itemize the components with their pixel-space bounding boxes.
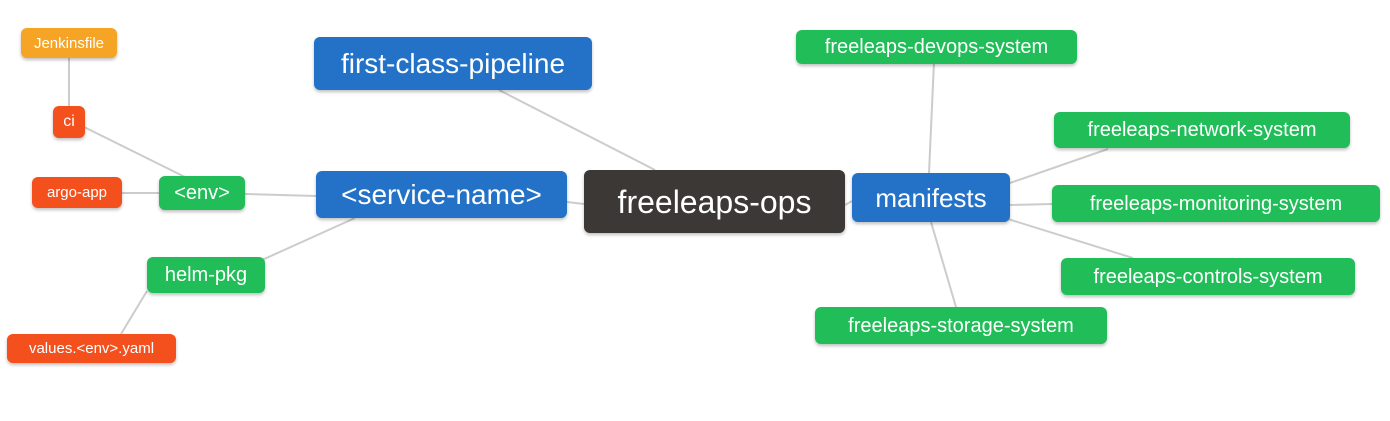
node-freeleaps-controls-system[interactable]: freeleaps-controls-system <box>1061 258 1355 295</box>
node-freeleaps-network-system[interactable]: freeleaps-network-system <box>1054 112 1350 148</box>
node-env[interactable]: <env> <box>159 176 245 210</box>
node-ci[interactable]: ci <box>53 106 85 138</box>
edge-servicename-ops <box>566 201 585 205</box>
node-freeleaps-monitoring-system[interactable]: freeleaps-monitoring-system <box>1052 185 1380 222</box>
edge-manifests-storage <box>930 221 957 308</box>
edge-manifests-controls <box>1007 218 1134 259</box>
edge-manifests-monitoring <box>1009 203 1053 206</box>
edge-pipeline-ops <box>498 89 656 171</box>
edge-manifests-devops <box>928 61 935 174</box>
node-freeleaps-ops[interactable]: freeleaps-ops <box>584 170 845 233</box>
node-values-env-yaml[interactable]: values.<env>.yaml <box>7 334 176 363</box>
edge-manifests-network <box>1009 148 1109 184</box>
edge-env-servicename <box>244 193 317 197</box>
node-service-name[interactable]: <service-name> <box>316 171 567 218</box>
edge-ops-manifests <box>844 200 853 206</box>
edge-helmpkg-values <box>120 290 148 335</box>
edge-servicename-helmpkg <box>261 217 356 261</box>
node-manifests[interactable]: manifests <box>852 173 1010 222</box>
node-helm-pkg[interactable]: helm-pkg <box>147 257 265 293</box>
edge-ci-env <box>83 126 186 178</box>
node-freeleaps-devops-system[interactable]: freeleaps-devops-system <box>796 30 1077 64</box>
node-first-class-pipeline[interactable]: first-class-pipeline <box>314 37 592 90</box>
node-argo-app[interactable]: argo-app <box>32 177 122 208</box>
node-jenkinsfile[interactable]: Jenkinsfile <box>21 28 117 58</box>
node-freeleaps-storage-system[interactable]: freeleaps-storage-system <box>815 307 1107 344</box>
